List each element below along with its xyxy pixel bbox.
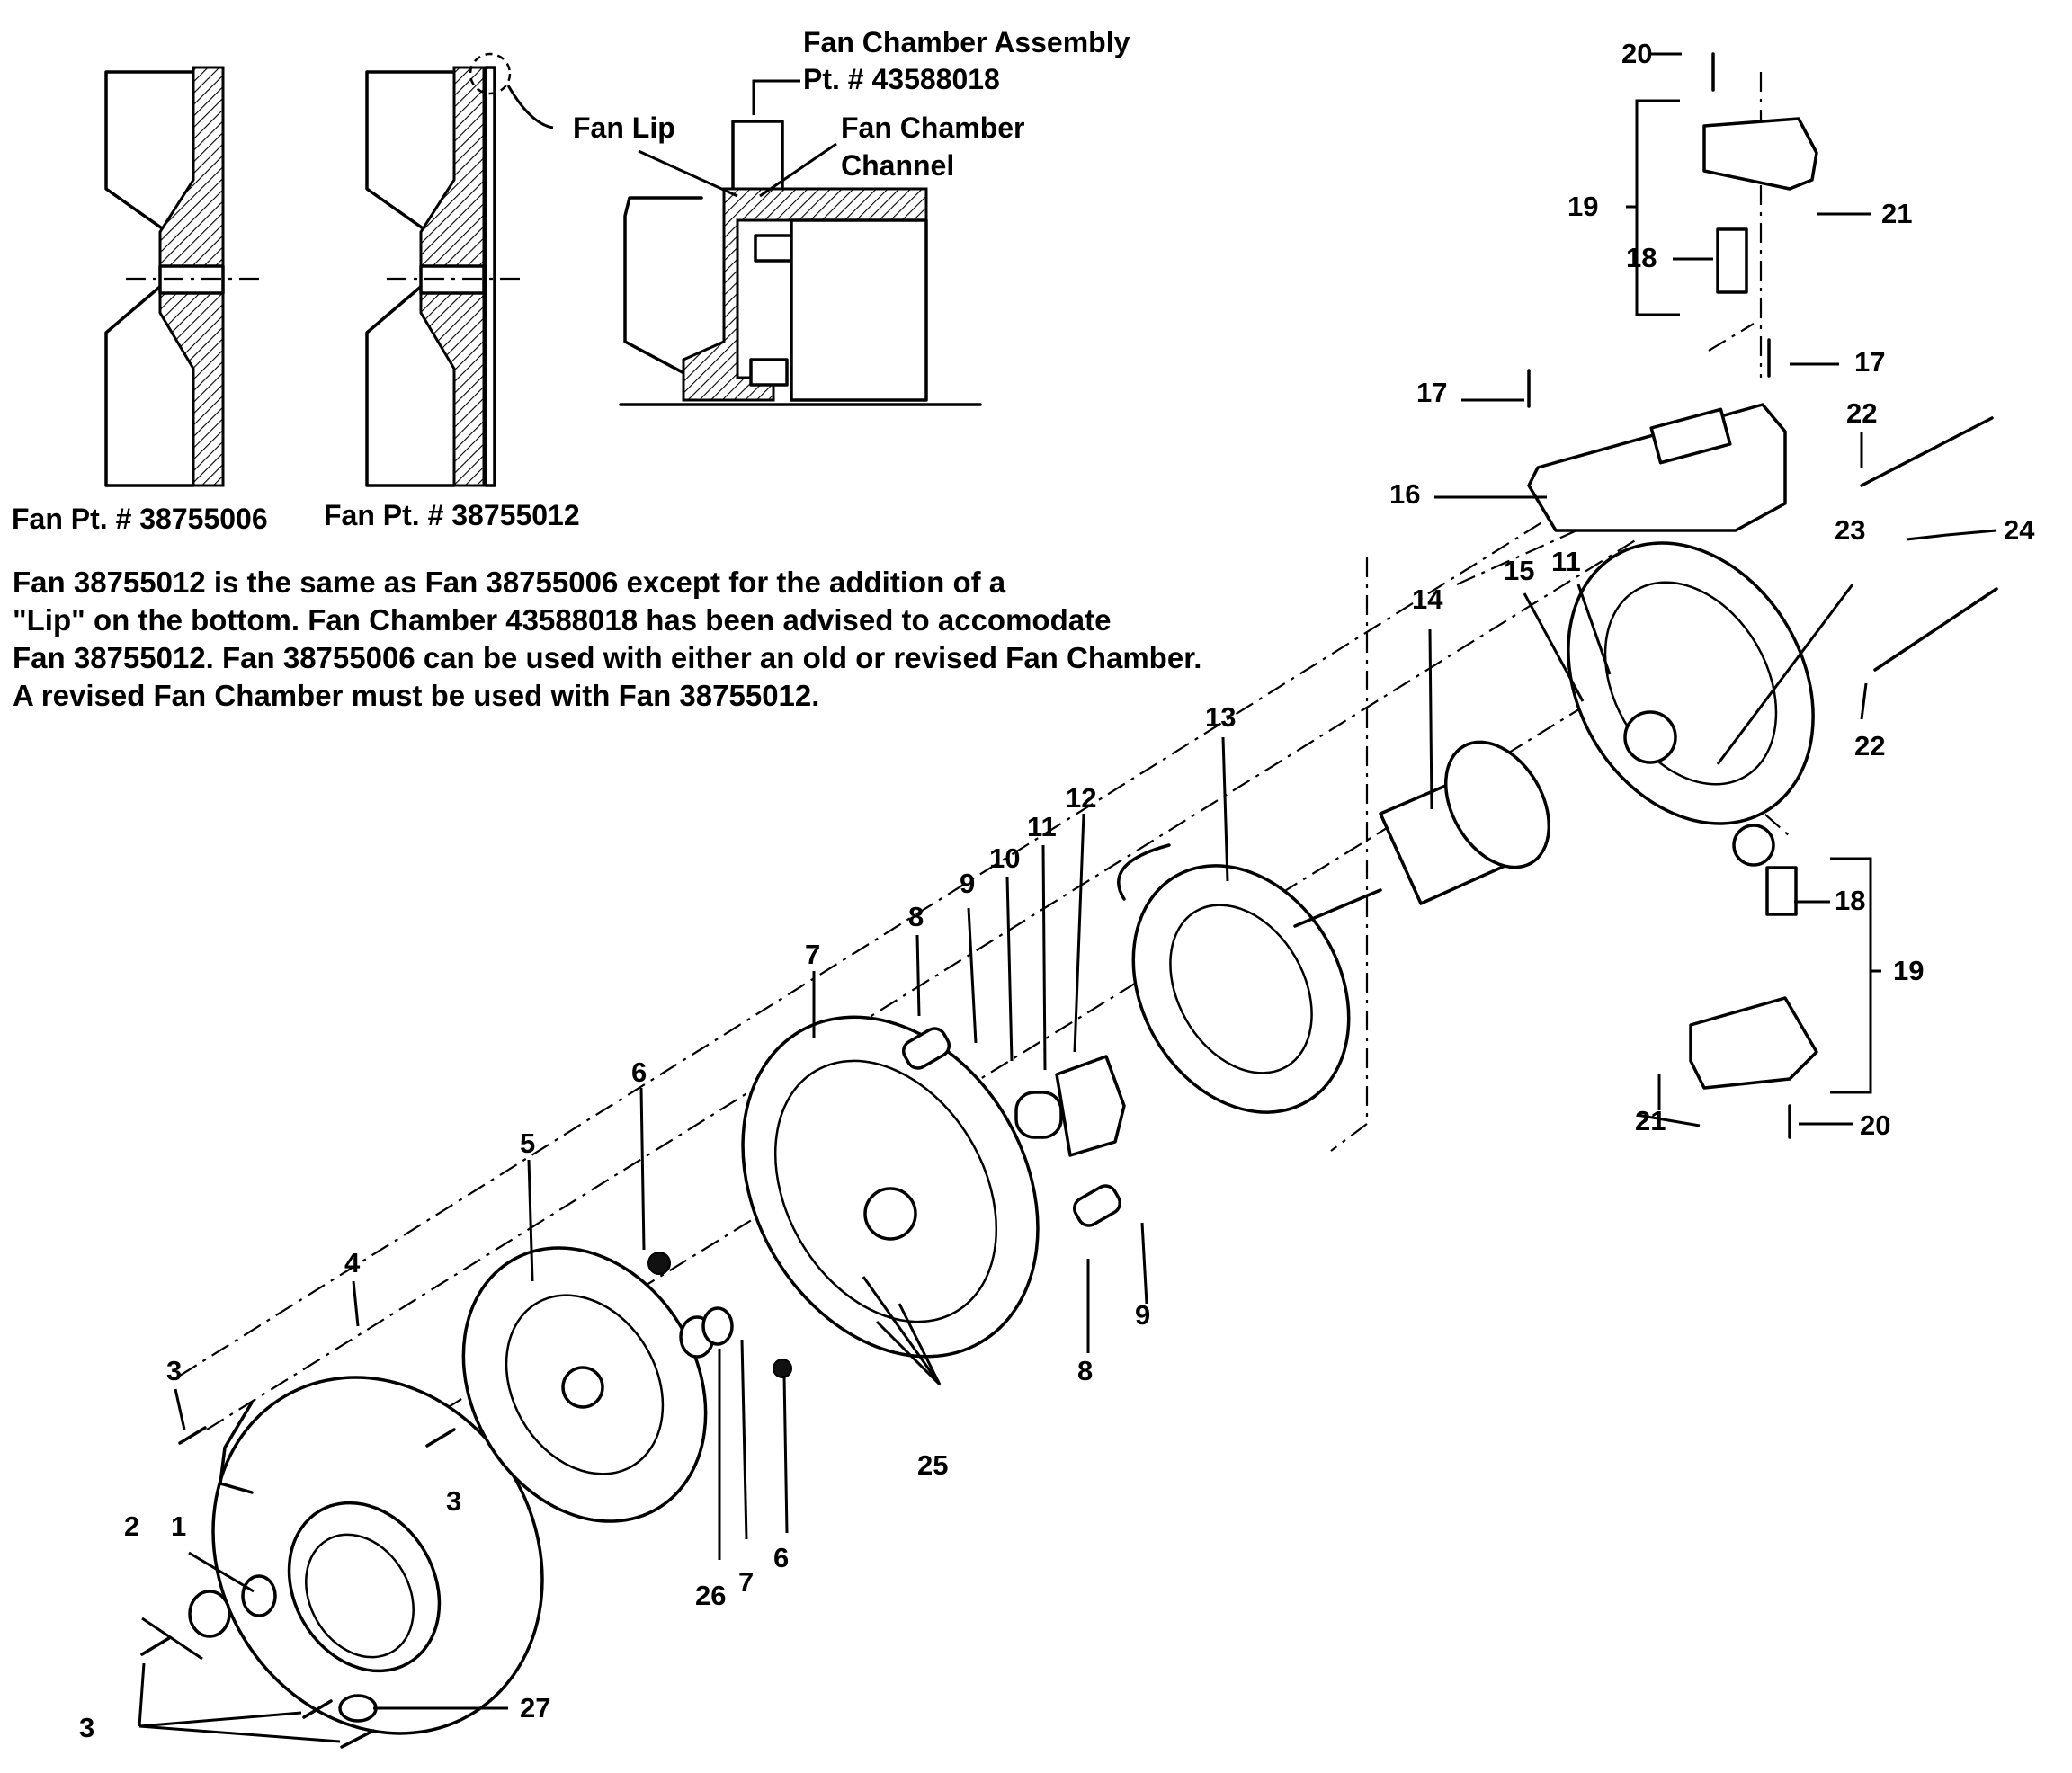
callout-3: 3 (79, 1712, 94, 1743)
chamber-assembly-part: Pt. # 43588018 (803, 63, 1000, 95)
callout-20: 20 (1621, 38, 1652, 69)
callout-8: 8 (1077, 1355, 1093, 1386)
fan-section-a (104, 66, 261, 487)
callout-3: 3 (446, 1485, 461, 1517)
chamber-channel-label-1: Fan Chamber (841, 111, 1024, 144)
callout-11: 11 (1027, 811, 1057, 842)
callout-20: 20 (1860, 1109, 1890, 1141)
callout-6: 6 (631, 1056, 647, 1088)
callout-3: 3 (166, 1355, 182, 1386)
callout-14: 14 (1412, 584, 1443, 615)
callout-24: 24 (2004, 514, 2035, 546)
callout-18: 18 (1835, 885, 1865, 916)
callout-4: 4 (344, 1247, 361, 1279)
callout-21: 21 (1635, 1105, 1666, 1136)
fan-chamber-section (619, 79, 982, 406)
callout-9: 9 (1135, 1299, 1150, 1331)
callout-15: 15 (1504, 555, 1534, 586)
parts-artwork (140, 52, 1998, 1749)
callout-19: 19 (1567, 191, 1598, 222)
callout-16: 16 (1389, 478, 1420, 510)
callout-27: 27 (520, 1692, 550, 1724)
callout-26: 26 (695, 1580, 726, 1611)
callout-6: 6 (773, 1542, 789, 1573)
callout-21: 21 (1881, 198, 1912, 229)
callout-23: 23 (1835, 514, 1865, 546)
callout-19: 19 (1893, 955, 1924, 986)
fan-a-caption: Fan Pt. # 38755006 (12, 503, 268, 535)
callout-numbers: 1 2 3 3 3 4 5 6 6 7 7 8 8 9 9 10 11 11 1… (79, 38, 2035, 1743)
callout-17: 17 (1854, 346, 1885, 378)
callout-17: 17 (1416, 377, 1447, 408)
fan-section-b (365, 52, 554, 487)
callout-18: 18 (1626, 242, 1657, 273)
callout-22: 22 (1846, 397, 1877, 429)
callout-7: 7 (738, 1566, 754, 1598)
callout-10: 10 (989, 842, 1020, 874)
callout-9: 9 (960, 868, 975, 899)
callout-5: 5 (520, 1127, 535, 1159)
note-line-2: "Lip" on the bottom. Fan Chamber 4358801… (13, 603, 1112, 637)
callout-11: 11 (1551, 546, 1581, 577)
callout-25: 25 (917, 1449, 948, 1481)
callout-1: 1 (171, 1510, 186, 1542)
leader-lines (138, 52, 1997, 1743)
chamber-assembly-title: Fan Chamber Assembly (803, 26, 1130, 58)
callout-13: 13 (1205, 701, 1236, 733)
fan-b-caption: Fan Pt. # 38755012 (324, 499, 580, 531)
callout-12: 12 (1066, 782, 1096, 814)
callout-2: 2 (124, 1510, 139, 1542)
callout-8: 8 (908, 901, 924, 932)
chamber-channel-label-2: Channel (841, 149, 954, 182)
note-line-1: Fan 38755012 is the same as Fan 38755006… (13, 566, 1006, 599)
callout-22: 22 (1854, 730, 1885, 762)
fan-lip-label: Fan Lip (573, 111, 675, 144)
note-line-4: A revised Fan Chamber must be used with … (13, 679, 820, 712)
callout-7: 7 (805, 939, 820, 970)
note-line-3: Fan 38755012. Fan 38755006 can be used w… (13, 641, 1202, 674)
